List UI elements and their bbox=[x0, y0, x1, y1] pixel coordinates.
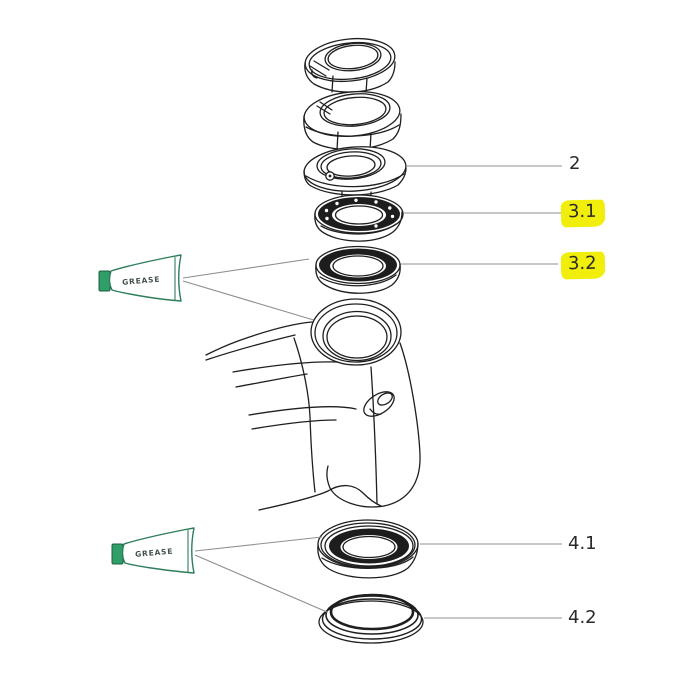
grease-body bbox=[121, 527, 195, 574]
grease-cap bbox=[111, 543, 124, 565]
crown-race-part bbox=[318, 593, 424, 644]
grease-cap bbox=[98, 270, 111, 292]
callout-label-2: 2 bbox=[569, 153, 581, 174]
lower-bearing-part bbox=[317, 519, 419, 579]
grease-body bbox=[108, 254, 182, 302]
upper-seal-ring-part bbox=[315, 245, 401, 294]
callout-label-3-1: 3.1 bbox=[560, 199, 605, 228]
upper-bearing-part bbox=[314, 194, 404, 242]
callout-label-3-2: 3.2 bbox=[560, 251, 605, 280]
grease-pointer-to-4-1 bbox=[194, 536, 323, 552]
grease-pointer-to-head-tube bbox=[182, 280, 318, 322]
clamp-ring-part bbox=[304, 37, 396, 94]
cable-port-detail bbox=[363, 391, 395, 417]
grease-tube-lower: GREASE bbox=[111, 527, 328, 613]
grease-pointer-to-4-2 bbox=[194, 554, 328, 613]
bearing-balls bbox=[324, 198, 395, 228]
grease-label-lower: GREASE bbox=[135, 547, 174, 559]
grease-label-upper: GREASE bbox=[122, 275, 161, 287]
grease-tube-upper: GREASE bbox=[98, 254, 318, 322]
frame-head-tube-part bbox=[205, 298, 421, 511]
callout-label-4-2: 4.2 bbox=[568, 607, 597, 628]
grease-pointer-to-3-2 bbox=[182, 258, 310, 279]
cone-spacer-part bbox=[303, 91, 402, 151]
callout-label-4-1: 4.1 bbox=[568, 533, 597, 554]
top-cover-part bbox=[303, 146, 407, 199]
